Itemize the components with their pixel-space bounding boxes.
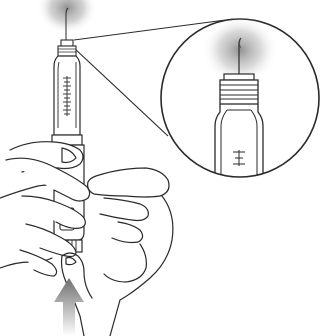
needle-droplet-glow	[37, 0, 97, 34]
magnified-detail-circle	[161, 16, 319, 180]
push-up-arrow	[54, 278, 84, 336]
